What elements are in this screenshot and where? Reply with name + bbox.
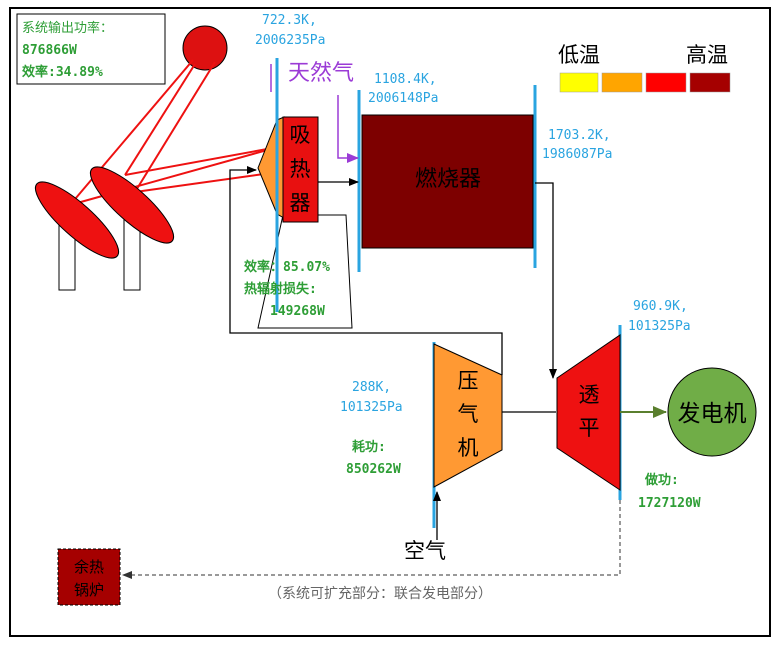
combustor-label: 燃烧器 — [415, 167, 481, 192]
extension-note: （系统可扩充部分：联合发电部分） — [268, 586, 492, 602]
receiver-label-2: 热 — [290, 157, 311, 181]
turbine-label-2: 平 — [579, 416, 600, 440]
solar-rays — [69, 59, 279, 206]
receiver-aperture — [257, 116, 285, 219]
outer-frame — [9, 7, 771, 637]
heliostat-1 — [34, 181, 120, 291]
air-label: 空气 — [404, 539, 446, 563]
system-efficiency: 效率:34.89% — [22, 64, 103, 80]
turbine-work-value: 1727120W — [638, 496, 701, 511]
receiver-efficiency: 效率：85.07% — [244, 259, 330, 275]
turbine-out-pressure: 101325Pa — [628, 319, 691, 334]
receiver-in-temperature: 722.3K, — [262, 13, 317, 28]
receiver-label-3: 器 — [290, 191, 311, 215]
system-output-box: 系统输出功率： 876866W 效率:34.89% — [16, 13, 166, 85]
compressor-work-label: 耗功: — [352, 439, 386, 455]
boiler-label-2: 锅炉 — [74, 581, 104, 599]
state-point-values: 722.3K, 2006235Pa 1108.4K, 2006148Pa 170… — [255, 13, 691, 415]
natural-gas-label: 天然气 — [288, 61, 354, 86]
extension-dashed-line — [122, 500, 621, 579]
solar-receiver: 吸 热 器 — [282, 116, 319, 223]
combustor-in-temperature: 1108.4K, — [374, 72, 437, 87]
combustor-out-temperature: 1703.2K, — [548, 128, 611, 143]
generator-label: 发电机 — [678, 401, 747, 427]
compressor-work-value: 850262W — [346, 462, 401, 477]
receiver-in-pressure: 2006235Pa — [255, 33, 325, 48]
radiation-loss-shape — [257, 214, 353, 329]
system-output-value: 876866W — [22, 43, 77, 58]
legend-swatch-4 — [689, 72, 731, 93]
radiation-loss-value: 149268W — [270, 304, 325, 319]
compressor-label-2: 气 — [458, 402, 479, 426]
performance-metrics: 效率：85.07% 热辐射损失: 149268W 耗功: 850262W 做功:… — [244, 259, 701, 511]
combustor-in-pressure: 2006148Pa — [368, 91, 438, 106]
system-output-label: 系统输出功率： — [22, 20, 113, 36]
legend-low-label: 低温 — [558, 43, 600, 67]
sun-icon — [182, 25, 228, 71]
radiation-loss-label: 热辐射损失: — [244, 281, 317, 297]
temperature-legend: 低温 高温 — [558, 43, 731, 93]
heliostat-2 — [89, 166, 175, 291]
compressor-label-1: 压 — [458, 369, 479, 393]
compressor-in-pressure: 101325Pa — [340, 400, 403, 415]
legend-swatch-2 — [601, 72, 643, 93]
turbine: 透 平 — [556, 334, 621, 491]
turbine-work-label: 做功: — [644, 472, 679, 488]
combustor-out-pressure: 1986087Pa — [542, 147, 612, 162]
compressor-label-3: 机 — [458, 436, 479, 460]
turbine-label-1: 透 — [579, 383, 600, 407]
compressor-in-temperature: 288K, — [352, 380, 391, 395]
generator: 发电机 — [667, 367, 757, 457]
natural-gas-arrow — [337, 95, 359, 163]
legend-swatch-3 — [645, 72, 687, 93]
receiver-label-1: 吸 — [290, 123, 311, 147]
compressor: 压 气 机 — [433, 343, 503, 488]
legend-high-label: 高温 — [686, 43, 728, 67]
combustor: 燃烧器 — [361, 114, 534, 249]
legend-swatch-1 — [559, 72, 599, 93]
flow-lines — [229, 166, 557, 413]
waste-heat-boiler: 余热 锅炉 — [57, 548, 121, 606]
turbine-out-temperature: 960.9K, — [633, 299, 688, 314]
boiler-label-1: 余热 — [74, 558, 104, 576]
